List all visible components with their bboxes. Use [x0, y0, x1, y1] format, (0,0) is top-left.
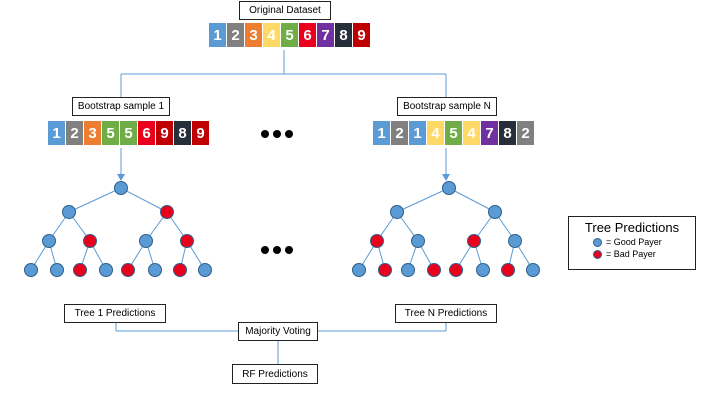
- sample-cell: 5: [445, 121, 462, 145]
- bootstrap-sample-n-label: Bootstrap sample N: [397, 97, 497, 116]
- good-payer-node: [198, 263, 212, 277]
- sample-cell: 3: [245, 23, 262, 47]
- good-payer-node: [442, 181, 456, 195]
- bad-payer-node: [83, 234, 97, 248]
- good-payer-node: [139, 234, 153, 248]
- tree-edge: [68, 187, 122, 213]
- bootstrap-sample-1-label: Bootstrap sample 1: [72, 97, 170, 116]
- sample-cell: 2: [227, 23, 244, 47]
- good-payer-node: [42, 234, 56, 248]
- legend-title: Tree Predictions: [584, 220, 680, 235]
- sample-cell: 9: [353, 23, 370, 47]
- bad-payer-node: [73, 263, 87, 277]
- sample-cell: 9: [192, 121, 209, 145]
- sample-cell: 5: [102, 121, 119, 145]
- majority-voting: Majority Voting: [238, 322, 318, 341]
- good-payer-node: [390, 205, 404, 219]
- sample-cell: 5: [281, 23, 298, 47]
- sample-cell: 8: [335, 23, 352, 47]
- good-payer-node: [24, 263, 38, 277]
- legend-good-label: = Good Payer: [606, 237, 662, 247]
- bad-payer-node: [173, 263, 187, 277]
- tree-1-predictions: Tree 1 Predictions: [64, 304, 166, 323]
- sample-cell: 4: [463, 121, 480, 145]
- good-payer-node: [50, 263, 64, 277]
- bad-payer-node: [121, 263, 135, 277]
- bad-payer-node: [501, 263, 515, 277]
- good-payer-node: [99, 263, 113, 277]
- tree-edge: [448, 187, 496, 213]
- sample-cell: 4: [427, 121, 444, 145]
- sample-cell: 6: [138, 121, 155, 145]
- arrow-head-1: [117, 174, 125, 181]
- bad-payer-dot-icon: [593, 249, 602, 259]
- legend: Tree Predictions = Good Payer = Bad Paye…: [568, 216, 696, 270]
- tree-edge: [396, 187, 450, 213]
- rf-predictions: RF Predictions: [232, 364, 318, 384]
- sample-cell: 7: [317, 23, 334, 47]
- arrow-head-n: [442, 174, 450, 181]
- good-payer-dot-icon: [593, 237, 602, 247]
- legend-bad-label: = Bad Payer: [606, 249, 656, 259]
- sample-cell: 1: [373, 121, 390, 145]
- bad-payer-node: [378, 263, 392, 277]
- tree-n: [352, 181, 540, 277]
- sample-cell: 5: [120, 121, 137, 145]
- sample-cell: 6: [299, 23, 316, 47]
- good-payer-node: [488, 205, 502, 219]
- good-payer-node: [476, 263, 490, 277]
- original-dataset-label: Original Dataset: [239, 1, 331, 20]
- good-payer-node: [352, 263, 366, 277]
- ellipsis-top: [261, 130, 297, 138]
- good-payer-node: [114, 181, 128, 195]
- sample-cell: 8: [499, 121, 516, 145]
- tree-n-predictions: Tree N Predictions: [395, 304, 497, 323]
- ellipsis-middle: [261, 246, 297, 254]
- sample-cell: 8: [174, 121, 191, 145]
- good-payer-node: [411, 234, 425, 248]
- sample-cell: 2: [66, 121, 83, 145]
- legend-bad-row: = Bad Payer: [593, 249, 695, 259]
- sample-cell: 9: [156, 121, 173, 145]
- good-payer-node: [401, 263, 415, 277]
- tree-1: [24, 181, 212, 277]
- legend-good-row: = Good Payer: [593, 237, 695, 247]
- bad-payer-node: [370, 234, 384, 248]
- sample-cell: 1: [409, 121, 426, 145]
- connector-lines: [115, 50, 447, 364]
- sample-cell: 7: [481, 121, 498, 145]
- sample-cell: 1: [209, 23, 226, 47]
- bad-payer-node: [427, 263, 441, 277]
- good-payer-node: [526, 263, 540, 277]
- sample-cell: 3: [84, 121, 101, 145]
- bad-payer-node: [467, 234, 481, 248]
- good-payer-node: [148, 263, 162, 277]
- sample-cell: 2: [391, 121, 408, 145]
- good-payer-node: [62, 205, 76, 219]
- sample-cell: 1: [48, 121, 65, 145]
- sample-cell: 4: [263, 23, 280, 47]
- tree-edge: [120, 187, 168, 213]
- bad-payer-node: [449, 263, 463, 277]
- good-payer-node: [508, 234, 522, 248]
- bad-payer-node: [160, 205, 174, 219]
- bad-payer-node: [180, 234, 194, 248]
- sample-cell: 2: [517, 121, 534, 145]
